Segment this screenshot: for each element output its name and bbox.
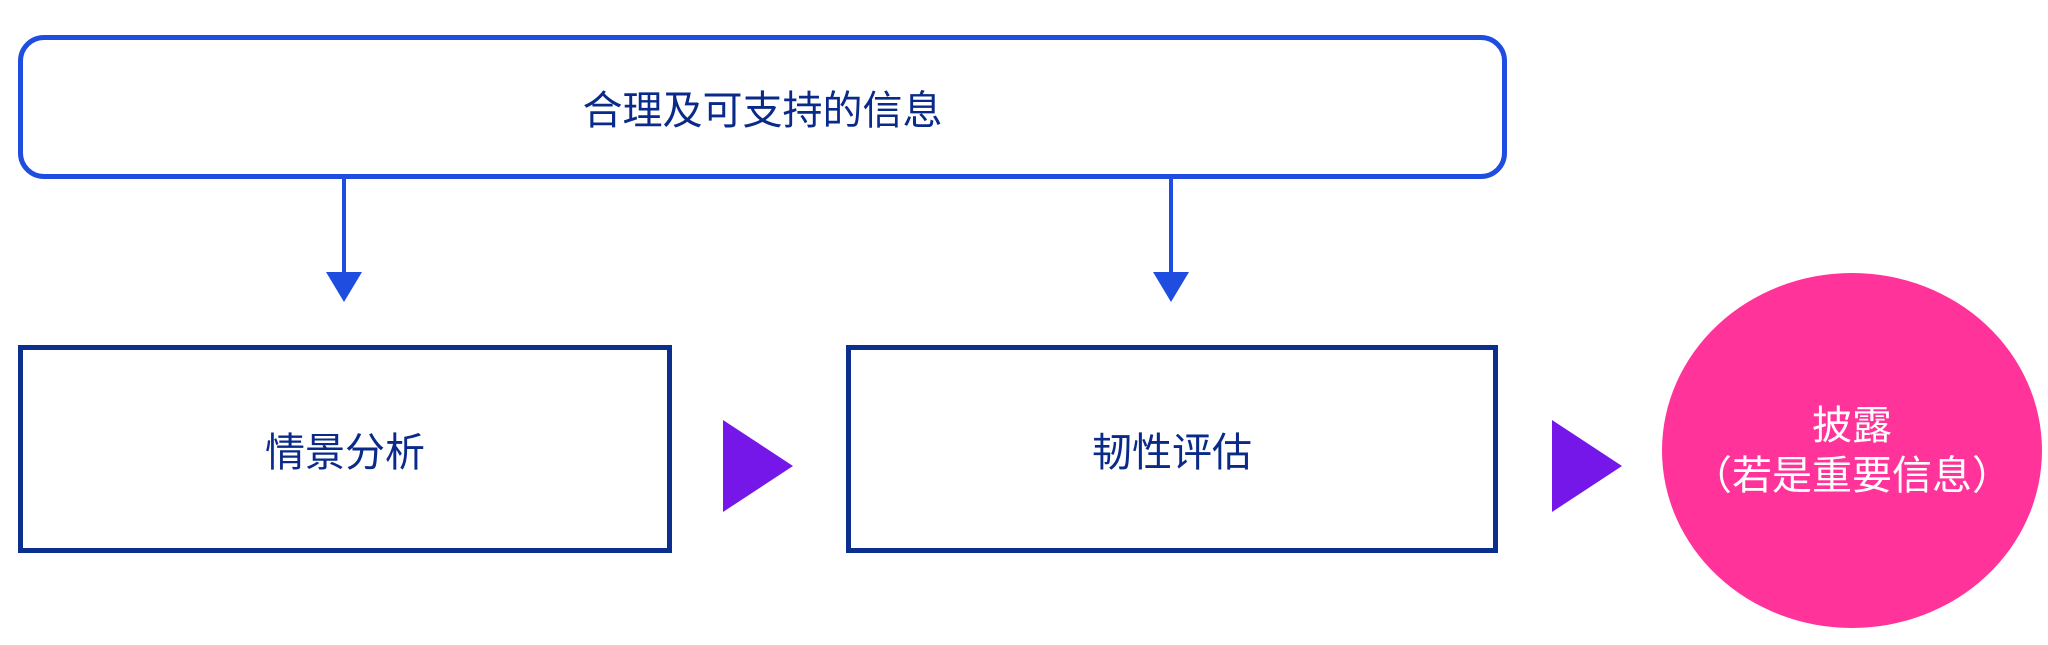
resilience-assessment-box: 韧性评估	[846, 345, 1498, 553]
arrow-line-left	[342, 179, 346, 274]
triangle-arrow-icon	[723, 420, 793, 512]
triangle-arrow-icon	[1552, 420, 1622, 512]
step-label: 情景分析	[265, 430, 425, 476]
disclosure-condition: （若是重要信息）	[1692, 452, 2012, 499]
info-box: 合理及可支持的信息	[18, 35, 1507, 179]
info-box-label: 合理及可支持的信息	[582, 88, 943, 134]
disclosure-circle: 披露 （若是重要信息）	[1662, 273, 2042, 628]
arrow-line-right	[1169, 179, 1173, 274]
step-label: 韧性评估	[1092, 430, 1252, 476]
arrow-down-icon	[1153, 272, 1189, 302]
scenario-analysis-box: 情景分析	[18, 345, 672, 553]
disclosure-label: 披露	[1812, 402, 1892, 449]
arrow-down-icon	[326, 272, 362, 302]
